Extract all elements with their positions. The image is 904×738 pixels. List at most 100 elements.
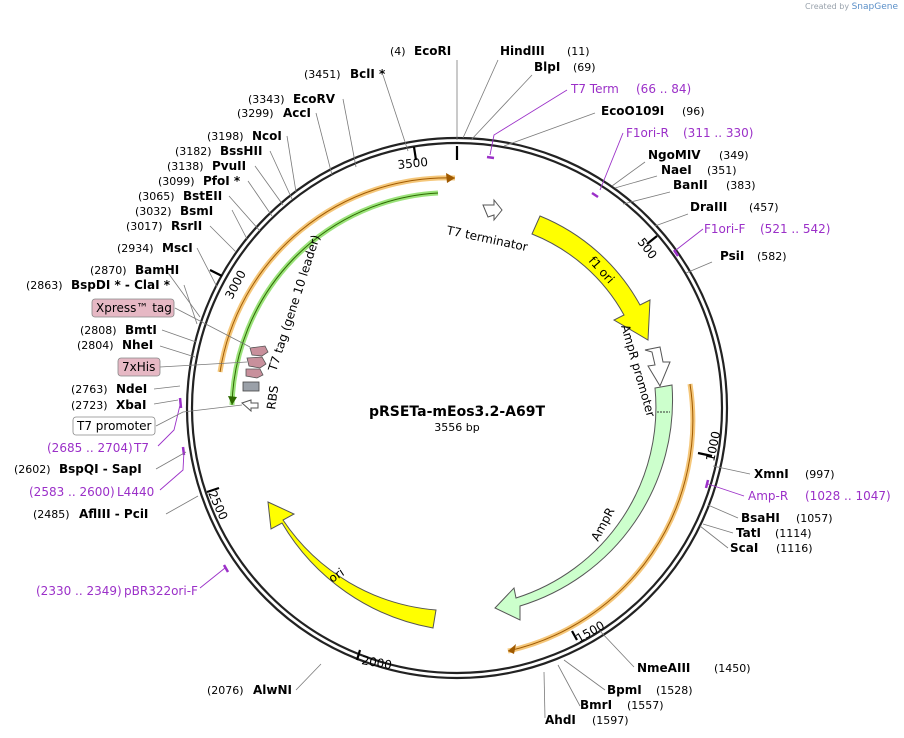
site-name-afliii-pcii: AflIII - PciI bbox=[79, 507, 148, 521]
credit-prefix: Created by bbox=[805, 2, 850, 11]
site-name-msci: MscI bbox=[162, 241, 193, 255]
site-pos-ngomiv: (349) bbox=[719, 149, 749, 162]
site-pos-ncoi: (3198) bbox=[207, 130, 244, 143]
site-name-xmni: XmnI bbox=[754, 467, 789, 481]
site-name-xbai: XbaI bbox=[116, 398, 146, 412]
site-pos-tati: (1114) bbox=[775, 527, 812, 540]
site-name-bsahi: BsaHI bbox=[741, 511, 780, 525]
site-name-ecoo109i: EcoO109I bbox=[601, 104, 664, 118]
primer-range-t7-term: (66 .. 84) bbox=[636, 82, 691, 96]
plasmid-name: pRSETa-mEos3.2-A69T bbox=[369, 404, 545, 420]
site-pos-bsahi: (1057) bbox=[796, 512, 833, 525]
site-name-ngomiv: NgoMIV bbox=[648, 148, 701, 162]
site-pos-pvuii: (3138) bbox=[167, 160, 204, 173]
site-name-nhei: NheI bbox=[122, 338, 153, 352]
primer-leaders bbox=[157, 89, 745, 589]
site-name-alwni: AlwNI bbox=[253, 683, 292, 697]
site-pos-hindiii: (11) bbox=[567, 45, 590, 58]
t7tag-highlight-arrowhead bbox=[228, 396, 237, 405]
feature-t7-terminator: T7 terminator bbox=[444, 198, 529, 254]
site-name-bsmi: BsmI bbox=[180, 204, 213, 218]
site-pos-bspqi-sapi: (2602) bbox=[14, 463, 51, 476]
feature-ori: ori bbox=[267, 501, 437, 629]
site-name-ndei: NdeI bbox=[116, 382, 147, 396]
insert-highlight-arrowhead bbox=[446, 173, 455, 183]
primer-name-t7-term: T7 Term bbox=[570, 82, 619, 96]
site-pos-rsrii: (3017) bbox=[126, 220, 163, 233]
site-pos-nmeaiii: (1450) bbox=[714, 662, 751, 675]
snapgene-brand: SnapGene bbox=[851, 2, 898, 12]
tick-2000: 2000 bbox=[360, 653, 393, 672]
xpress-tag-label: Xpress™ tag bbox=[96, 301, 172, 315]
site-pos-nhei: (2804) bbox=[77, 339, 114, 352]
primer-range-amp-r: (1028 .. 1047) bbox=[805, 489, 891, 503]
primer-name-t7: T7 bbox=[133, 441, 149, 455]
t7tag-highlight-line bbox=[231, 192, 439, 406]
site-pos-scai: (1116) bbox=[776, 542, 813, 555]
site-pos-ecoo109i: (96) bbox=[682, 105, 705, 118]
site-pos-afliii-pcii: (2485) bbox=[33, 508, 70, 521]
site-name-bsteii: BstEII bbox=[183, 189, 222, 203]
primer-name-f1ori-r: F1ori-R bbox=[626, 126, 669, 140]
site-pos-msci: (2934) bbox=[117, 242, 154, 255]
primer-name-amp-r: Amp-R bbox=[748, 489, 788, 503]
site-name-tati: TatI bbox=[736, 526, 761, 540]
site-pos-bspdi-clai: (2863) bbox=[26, 279, 63, 292]
site-pos-acci: (3299) bbox=[237, 107, 274, 120]
site-pos-bcli: (3451) bbox=[304, 68, 341, 81]
primer-name-pbr322ori-f: pBR322ori-F bbox=[124, 584, 198, 598]
site-name-bspdi-clai: BspDI * - ClaI * bbox=[71, 278, 171, 292]
site-name-naei: NaeI bbox=[661, 163, 692, 177]
site-pos-bsteii: (3065) bbox=[138, 190, 175, 203]
sites-left: (2076) AlwNI (2330 .. 2349) pBR322ori-F … bbox=[14, 67, 386, 697]
tick-1000: 1000 bbox=[703, 430, 723, 463]
site-name-blpi: BlpI bbox=[534, 60, 560, 74]
site-name-ecori: EcoRI bbox=[414, 44, 451, 58]
site-name-bcli: BclI * bbox=[350, 67, 386, 81]
site-pos-xbai: (2723) bbox=[71, 399, 108, 412]
site-name-bpmi: BpmI bbox=[607, 683, 642, 697]
insert-highlight-line bbox=[219, 177, 456, 373]
site-pos-ecori: (4) bbox=[390, 45, 406, 58]
site-pos-alwni: (2076) bbox=[207, 684, 244, 697]
plasmid-length: 3556 bp bbox=[434, 421, 479, 434]
ampr-highlight-line bbox=[507, 383, 694, 652]
primer-range-pbr322ori-f: (2330 .. 2349) bbox=[36, 584, 122, 598]
site-pos-banii: (383) bbox=[726, 179, 756, 192]
site-name-hindiii: HindIII bbox=[500, 44, 545, 58]
site-pos-draiii: (457) bbox=[749, 201, 779, 214]
feature-f1-ori: f1 ori bbox=[531, 215, 651, 341]
t7-terminator-label: T7 terminator bbox=[444, 223, 529, 254]
site-name-ncoi: NcoI bbox=[252, 129, 282, 143]
site-name-bmri: BmrI bbox=[580, 698, 612, 712]
site-pos-naei: (351) bbox=[707, 164, 737, 177]
site-pos-psshii: (3182) bbox=[175, 145, 212, 158]
boxed-feature-labels: Xpress™ tag 7xHis T7 promoter bbox=[72, 298, 175, 436]
site-name-psii: PsiI bbox=[720, 249, 744, 263]
site-leaders bbox=[153, 59, 751, 719]
primer-name-l4440: L4440 bbox=[117, 485, 154, 499]
site-pos-psii: (582) bbox=[757, 250, 787, 263]
site-name-psshii: BssHII bbox=[220, 144, 262, 158]
site-name-acci: AccI bbox=[283, 106, 311, 120]
site-pos-ecorv: (3343) bbox=[248, 93, 285, 106]
t7-promoter-box bbox=[72, 416, 156, 436]
ampr-highlight-arrowhead bbox=[508, 644, 516, 654]
site-name-draiii: DraIII bbox=[690, 200, 727, 214]
xpress-tag-box bbox=[91, 298, 175, 318]
site-name-bspqi-sapi: BspQI - SapI bbox=[59, 462, 142, 476]
site-name-scai: ScaI bbox=[730, 541, 758, 555]
insert-highlight-arc bbox=[217, 175, 456, 373]
primer-name-f1ori-f: F1ori-F bbox=[704, 222, 745, 236]
site-pos-bmri: (1557) bbox=[627, 699, 664, 712]
tag-feature-glyphs bbox=[241, 345, 269, 413]
site-name-ecorv: EcoRV bbox=[293, 92, 336, 106]
site-pos-bpmi: (1528) bbox=[656, 684, 693, 697]
t7-promoter-label: T7 promoter bbox=[76, 419, 152, 433]
site-pos-xmni: (997) bbox=[805, 468, 835, 481]
site-pos-bmti: (2808) bbox=[80, 324, 117, 337]
ruler-ticks bbox=[206, 146, 713, 661]
site-name-nmeaiii: NmeAIII bbox=[637, 661, 690, 675]
site-name-ahdi: AhdI bbox=[545, 713, 576, 727]
rbs-label: RBS bbox=[264, 385, 281, 411]
